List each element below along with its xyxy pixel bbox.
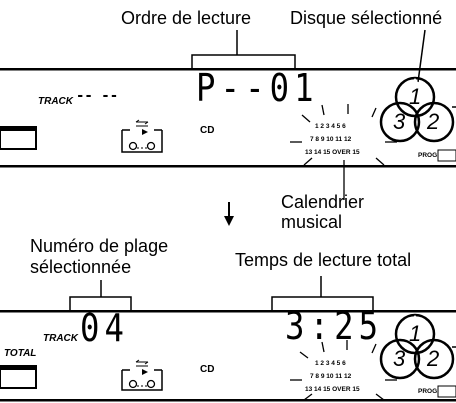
- calendar-row2-bottom: 7 8 9 10 11 12: [310, 373, 352, 380]
- total-time-display: 3:25: [285, 304, 384, 348]
- label-numero-de-plage: Numéro de plage: [30, 236, 169, 256]
- disc-digit-bottom-a: 1: [409, 321, 422, 346]
- label-ordre-de-lecture: Ordre de lecture: [121, 8, 252, 28]
- disc-digit-top-c: 2: [427, 109, 440, 134]
- cd-label-top: CD: [200, 125, 215, 136]
- track-label-bottom: TRACK: [43, 333, 78, 344]
- calendar-row3-bottom: 13 14 15 OVER 15: [305, 386, 360, 393]
- track-number-display: 04: [80, 306, 130, 350]
- calendar-row3-top: 13 14 15 OVER 15: [305, 149, 360, 156]
- calendar-row1-top: 1 2 3 4 5 6: [315, 123, 346, 130]
- disc-digit-bottom-b: 3: [393, 346, 406, 371]
- label-musical: musical: [281, 212, 343, 232]
- label-disque-selectionne: Disque sélectionné: [290, 8, 443, 28]
- label-calendrier: Calendrier: [281, 192, 365, 212]
- disc-digit-bottom-c: 2: [427, 346, 440, 371]
- label-temps-de-lecture-total: Temps de lecture total: [235, 250, 412, 270]
- label-selectionnee: sélectionnée: [30, 257, 132, 277]
- track-label-top: TRACK: [38, 96, 73, 107]
- calendar-row2-top: 7 8 9 10 11 12: [310, 136, 352, 143]
- total-label: TOTAL: [4, 348, 37, 359]
- cd-label-bottom: CD: [200, 364, 215, 375]
- play-order-display: P--01: [196, 66, 319, 110]
- track-value-top: -- --: [76, 88, 119, 104]
- prog-label-top: PROG: [418, 152, 438, 159]
- prog-label-bottom: PROG: [418, 388, 438, 395]
- disc-digit-top-b: 3: [393, 109, 406, 134]
- disc-digit-top-a: 1: [409, 84, 422, 109]
- calendar-row1-bottom: 1 2 3 4 5 6: [315, 360, 346, 367]
